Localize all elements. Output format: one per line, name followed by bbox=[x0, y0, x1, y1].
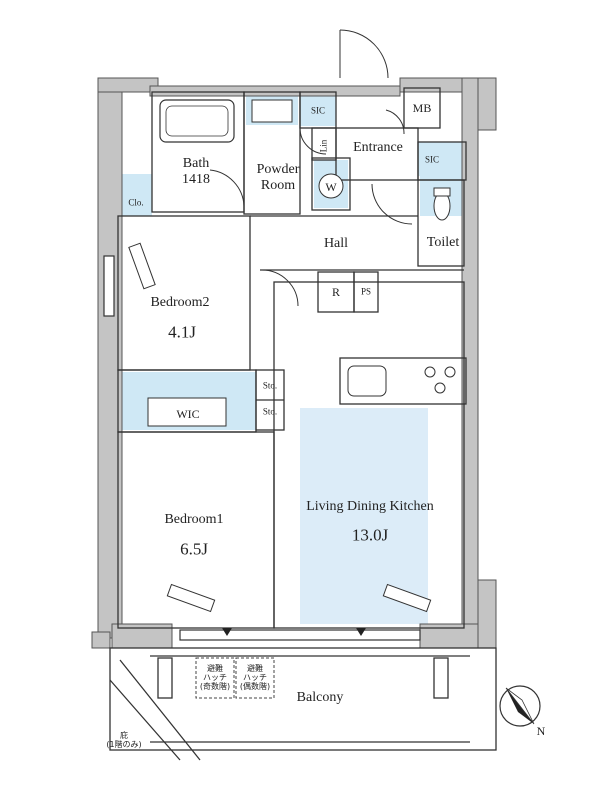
ps-label: PS bbox=[360, 286, 372, 297]
bed-markers bbox=[128, 242, 432, 613]
bedroom2-size: 4.1J bbox=[168, 322, 196, 342]
door-swings bbox=[209, 29, 413, 307]
kitchen-sink bbox=[347, 365, 387, 397]
hatch2-line2: ハッチ bbox=[243, 673, 267, 683]
powder-line2: Room bbox=[260, 178, 296, 193]
stove-burners bbox=[424, 366, 456, 394]
hatch2-line1: 避難 bbox=[247, 664, 263, 674]
ldk-size: 13.0J bbox=[351, 525, 389, 545]
eave-line1: 庇 bbox=[120, 730, 128, 740]
sto2-label: Sto. bbox=[262, 406, 278, 417]
hatch1-line2: ハッチ bbox=[203, 673, 227, 683]
clo-label: Clo. bbox=[128, 197, 144, 208]
clo-tint bbox=[120, 174, 152, 216]
powder-room-label: Powder Room bbox=[257, 162, 300, 194]
hatch2-label: 避難 ハッチ (偶数階) bbox=[240, 664, 270, 692]
hall-label: Hall bbox=[323, 236, 349, 251]
ldk-highlight bbox=[300, 408, 428, 624]
washer-label: W bbox=[325, 180, 337, 194]
bedroom1-name: Bedroom1 bbox=[164, 512, 224, 527]
sic1-tint bbox=[300, 92, 336, 126]
refrigerator-label: R bbox=[331, 285, 341, 299]
hatch2-line3: (偶数階) bbox=[239, 682, 271, 692]
entry-markers bbox=[222, 628, 366, 636]
mb-label: MB bbox=[412, 101, 432, 115]
entrance-label: Entrance bbox=[353, 140, 403, 155]
sic1-label: SIC bbox=[310, 105, 326, 116]
windows bbox=[103, 255, 421, 641]
eave-label: 庇 (1階のみ) bbox=[106, 731, 141, 749]
balcony-outline bbox=[109, 647, 497, 761]
wic-inner bbox=[147, 397, 227, 427]
powder-sink bbox=[251, 99, 293, 123]
ldk-name: Living Dining Kitchen bbox=[306, 499, 434, 514]
powder-line1: Powder bbox=[256, 161, 300, 177]
bedroom2-name: Bedroom2 bbox=[150, 295, 210, 310]
balcony-label: Balcony bbox=[296, 690, 344, 705]
hatch1-line1: 避難 bbox=[207, 664, 223, 674]
lin-label: Lin bbox=[318, 139, 329, 153]
washer-drum bbox=[318, 173, 344, 199]
bath-name: Bath bbox=[182, 155, 210, 171]
bathtub-inner bbox=[165, 105, 229, 137]
toilet-label: Toilet bbox=[426, 235, 460, 250]
bath-label: Bath 1418 bbox=[182, 156, 210, 188]
hatch1-line3: (奇数階) bbox=[199, 682, 231, 692]
wic-label: WIC bbox=[176, 407, 200, 421]
compass bbox=[499, 685, 541, 727]
hatch1-label: 避難 ハッチ (奇数階) bbox=[200, 664, 230, 692]
bathtub bbox=[159, 99, 235, 143]
toilet-tank bbox=[433, 187, 451, 197]
sic2-label: SIC bbox=[424, 154, 440, 165]
bath-size: 1418 bbox=[182, 172, 210, 187]
eave-line2: (1階のみ) bbox=[106, 740, 142, 749]
compass-north-label: N bbox=[536, 724, 546, 738]
outer-walls bbox=[91, 77, 497, 649]
bedroom1-size: 6.5J bbox=[180, 539, 208, 559]
sto1-label: Sto. bbox=[262, 380, 278, 391]
sic2-tint bbox=[418, 142, 466, 176]
interior-walls bbox=[117, 87, 467, 629]
hatch-boxes bbox=[195, 657, 275, 699]
